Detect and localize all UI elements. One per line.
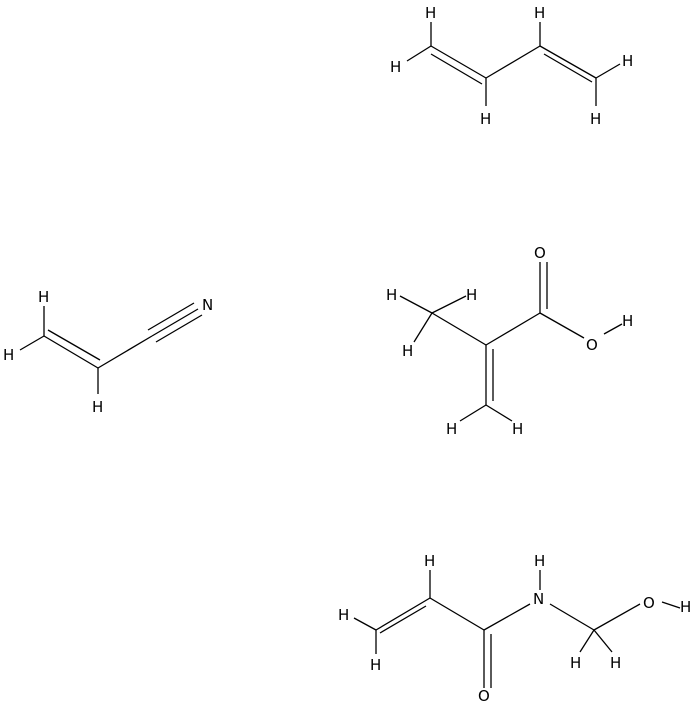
acrylonitrile-atom-h: H (3, 346, 14, 364)
bond-methyl-h-3 (431, 295, 467, 314)
molecule-methacrylic-acid: O O H H H H H H (386, 244, 633, 438)
molecule-n-methylolacrylamide: H H H N H O H H O H (338, 552, 691, 704)
bond-c1-c2-double-inner (430, 53, 483, 85)
bond-c2-c3 (485, 45, 541, 79)
bond-c1-h-left (19, 335, 45, 351)
bond-c1-c2-double-inner (47, 329, 101, 361)
methacrylic-acid-atom-h: H (512, 420, 523, 438)
bond-c2-c3 (97, 335, 153, 369)
n-methylolacrylamide-atom-h: H (570, 654, 581, 672)
bond-ch2-h-2 (593, 629, 613, 653)
butadiene-bonds (406, 22, 621, 106)
n-methylolacrylamide-atom-h: H (424, 552, 435, 570)
bond-c1-c2-double-inner (379, 605, 427, 634)
methacrylic-acid-atom-h: H (622, 312, 633, 330)
n-methylolacrylamide-atom-o: O (643, 594, 655, 612)
bond-c2-h-left (353, 617, 377, 631)
methacrylic-acid-atom-h: H (402, 342, 413, 360)
molecule-acrylonitrile: N H H H (3, 288, 213, 416)
bond-c4-h-right (595, 63, 621, 79)
methacrylic-acid-atom-h: H (446, 420, 457, 438)
bond-c1-c2-double (430, 45, 487, 79)
butadiene-atom-h: H (390, 58, 401, 76)
n-methylolacrylamide-atom-h: H (534, 552, 545, 570)
bond-c-o-hydroxyl (539, 312, 585, 339)
n-methylolacrylamide-atom-h: H (610, 654, 621, 672)
butadiene-atom-h: H (480, 110, 491, 128)
acrylonitrile-atom-n: N (202, 296, 213, 314)
bond-c1-c2-double (43, 335, 99, 369)
methacrylic-acid-bonds (399, 262, 623, 422)
n-methylolacrylamide-bonds (353, 570, 681, 688)
acrylonitrile-atom-h: H (92, 398, 103, 416)
bond-methyl-h-1 (399, 295, 433, 314)
bond-methyl-h-2 (413, 312, 433, 343)
n-methylolacrylamide-atom-h: H (680, 598, 691, 616)
bond-cbeta-h-2 (485, 404, 513, 422)
bond-c1-h-left (406, 45, 432, 62)
butadiene-atom-h: H (622, 52, 633, 70)
methacrylic-acid-atom-h: H (386, 286, 397, 304)
acrylonitrile-atom-h: H (38, 288, 49, 306)
n-methylolacrylamide-atom-h: H (338, 606, 349, 624)
bond-cbeta-h-1 (459, 404, 487, 422)
bond-c3-n-triple-3 (155, 314, 203, 343)
n-methylolacrylamide-atom-h: H (370, 656, 381, 674)
bond-o-h (603, 323, 623, 335)
butadiene-atom-h: H (425, 4, 436, 22)
bond-c3-n (483, 603, 531, 631)
methacrylic-acid-atom-h: H (466, 286, 477, 304)
n-methylolacrylamide-atom-n: N (533, 590, 544, 608)
bond-c3-n-triple-1 (151, 308, 199, 337)
bond-ch2-o (593, 603, 641, 631)
butadiene-atom-h: H (590, 110, 601, 128)
bond-c1-c3 (429, 597, 485, 631)
bond-c3-c4-double (539, 45, 597, 79)
butadiene-atom-h: H (534, 4, 545, 22)
methacrylic-acid-atom-o: O (534, 244, 546, 262)
molecule-butadiene: H H H H H H (390, 4, 633, 128)
bond-c3-c4-double-inner (543, 53, 593, 83)
bond-ch2-h-1 (579, 629, 595, 653)
acrylonitrile-bonds (19, 302, 203, 394)
n-methylolacrylamide-atom-o: O (478, 687, 490, 704)
bond-c3-n-triple-2 (147, 302, 195, 331)
bond-n-ch2 (549, 603, 595, 631)
methacrylic-acid-atom-o: O (586, 336, 598, 354)
bond-calpha-methyl (431, 312, 487, 346)
bond-o-h (661, 601, 681, 609)
bond-c1-c2-double (375, 597, 431, 631)
bond-c-calpha (485, 312, 541, 346)
